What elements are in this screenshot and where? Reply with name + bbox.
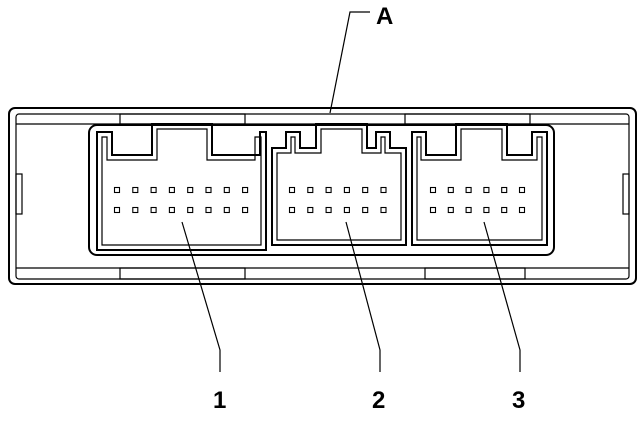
connector-2-pin — [362, 186, 369, 194]
connector-1-pin — [223, 206, 230, 214]
connector-2-pin — [362, 206, 369, 214]
connector-1-pin — [242, 186, 249, 194]
connector-1-pin — [168, 186, 175, 194]
connector-2-pin — [288, 206, 296, 214]
connector-3-pin — [447, 186, 454, 194]
connector-2 — [271, 123, 407, 246]
leader-line-a — [329, 11, 370, 114]
connector-3-pin — [501, 206, 508, 214]
connector-3-pin — [501, 186, 508, 194]
connector-3 — [411, 123, 548, 246]
connector-2-pin — [380, 186, 387, 194]
connector-2-pin — [325, 186, 332, 194]
leader-line-3 — [483, 221, 521, 372]
callout-3: 3 — [512, 387, 525, 414]
connector-1-pin — [132, 186, 139, 194]
connector-3-pin — [465, 206, 472, 214]
connector-1-pin — [205, 186, 212, 194]
connector-2-pin — [307, 186, 314, 194]
pin-grid — [113, 186, 526, 214]
connector-1-pin — [223, 186, 230, 194]
connector-3-pin — [483, 186, 490, 194]
connector-1-pin — [187, 186, 194, 194]
connector-1-pin — [187, 206, 194, 214]
connector-1-pin — [113, 206, 121, 214]
connector-2-pin — [343, 206, 350, 214]
connector-2-pin — [325, 206, 332, 214]
connector-2-pin — [288, 186, 296, 194]
connector-1-pin — [150, 206, 157, 214]
connector-2-pin — [380, 206, 387, 214]
callout-a: A — [376, 3, 393, 30]
callout-1: 1 — [213, 387, 226, 414]
connector-1 — [96, 123, 267, 251]
connector-3-pin — [447, 206, 454, 214]
leader-line-1 — [181, 221, 221, 372]
connector-1-pin — [242, 206, 249, 214]
connector-1-pin — [150, 186, 157, 194]
connector-3-pin — [429, 186, 437, 194]
connector-3-pin — [465, 186, 472, 194]
connector-3-pin — [518, 206, 526, 214]
connector-1-pin — [132, 206, 139, 214]
leader-lines — [181, 11, 521, 372]
connector-1-pin — [113, 186, 121, 194]
connector-3-pin — [518, 186, 526, 194]
connector-2-pin — [307, 206, 314, 214]
connector-1-pin — [205, 206, 212, 214]
connector-3-pin — [483, 206, 490, 214]
connector-2-pin — [343, 186, 350, 194]
connector-3-pin — [429, 206, 437, 214]
leader-line-2 — [345, 221, 381, 372]
connector-1-pin — [168, 206, 175, 214]
callout-2: 2 — [372, 387, 385, 414]
